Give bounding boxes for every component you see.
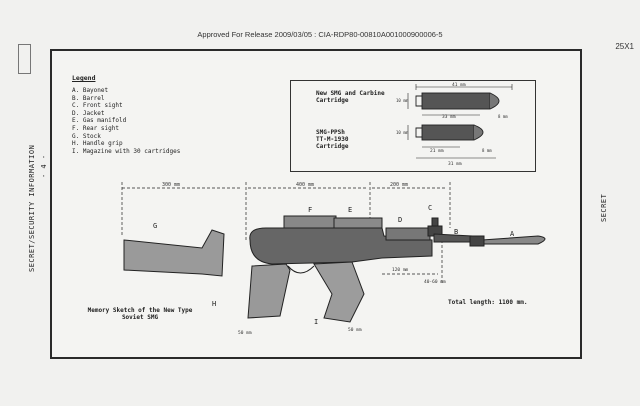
dim-body: 400 mm [296, 182, 314, 188]
left-classification: SECRET/SECURITY INFORMATION [28, 144, 36, 272]
dim-bottom-right: 8 mm [482, 148, 492, 153]
dim-top-right: 8 mm [498, 114, 508, 119]
cartridge-label-ppsh: SMG-PPSh TT-M-1930 Cartridge [316, 129, 349, 150]
legend-item: F. Rear sight [72, 124, 119, 132]
part-label-f: F [308, 206, 312, 214]
dim-top-length: 41 mm [452, 82, 466, 88]
cartridge-drawings: 41 mm 10 mm 33 mm 8 mm 10 mm 21 mm 8 mm … [396, 82, 513, 167]
legend-item: E. Gas manifold [72, 117, 127, 125]
dim-top-inner: 33 mm [442, 114, 456, 120]
stock-drawing [123, 229, 225, 277]
dim-bottom-left: 10 mm [396, 130, 409, 135]
release-header: Approved For Release 2009/03/05 : CIA-RD… [197, 30, 443, 39]
dim-sight: 120 mm [392, 267, 409, 273]
dim-mag: 50 mm [348, 327, 362, 333]
legend-item: D. Jacket [72, 109, 105, 117]
legend-item: B. Barrel [72, 94, 105, 102]
part-label-c: C [428, 204, 432, 212]
legend-item: I. Magazine with 30 cartridges [72, 147, 181, 155]
part-label-h: H [212, 300, 216, 308]
page-marker: - 4 - [40, 154, 48, 178]
smg-sketch: 300 mm 400 mm 200 mm 120 mm 40-60 mm 50 … [121, 182, 546, 336]
dimension-lines [121, 182, 451, 285]
dim-front: 200 mm [390, 182, 408, 188]
part-label-e: E [348, 206, 352, 214]
corner-mark [18, 44, 31, 74]
legend: Legend A. Bayonet B. Barrel C. Front sig… [72, 74, 180, 155]
cartridge-label-new: New SMG and Carbine Cartridge [316, 90, 385, 104]
legend-item: H. Handle grip [72, 140, 123, 148]
part-label-i: I [314, 318, 318, 326]
dim-stock: 300 mm [162, 182, 180, 188]
right-classification: SECRET [600, 193, 608, 222]
document-code: 25X1 [615, 42, 634, 51]
dim-bottom-inner: 21 mm [430, 148, 444, 154]
weapon-body [247, 215, 546, 323]
legend-item: G. Stock [72, 132, 101, 140]
dim-grip: 50 mm [238, 330, 252, 336]
dim-bayonet-h: 40-60 mm [424, 279, 446, 285]
part-label-d: D [398, 216, 402, 224]
dim-bottom-length: 31 mm [448, 161, 462, 167]
sketch-caption: Memory Sketch of the New Type Soviet SMG [87, 307, 193, 321]
legend-item: A. Bayonet [72, 87, 109, 94]
total-length: Total length: 1100 mm. [448, 299, 528, 306]
part-label-a: A [510, 230, 515, 238]
dim-top-left: 10 mm [396, 98, 409, 103]
part-label-b: B [454, 228, 458, 236]
ppsh-cartridge-drawing [407, 124, 496, 159]
legend-item: C. Front sight [72, 102, 123, 110]
legend-title: Legend [72, 74, 96, 82]
part-label-g: G [153, 222, 157, 230]
new-cartridge-drawing [407, 84, 513, 116]
